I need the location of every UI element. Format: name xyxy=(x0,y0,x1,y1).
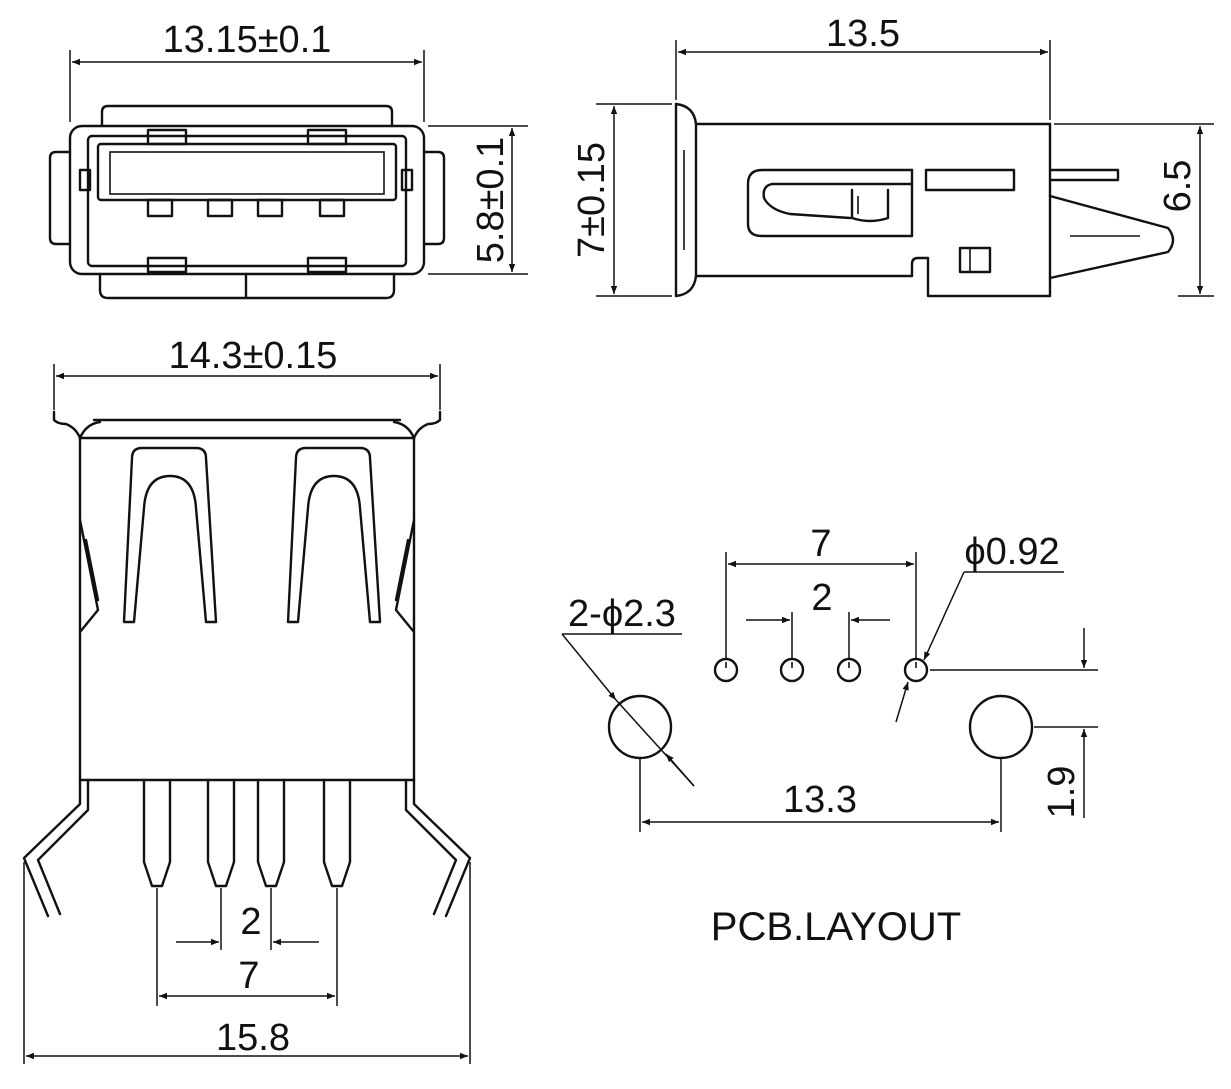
dim-side-length: 13.5 xyxy=(675,13,1051,120)
dim-bottom-leg-span: 15.8 xyxy=(23,862,471,1064)
pcb-hole-span-label: 13.3 xyxy=(783,779,857,821)
dim-pcb-pitch-large: 7 xyxy=(725,523,917,660)
dim-front-width: 13.15±0.1 xyxy=(69,19,425,122)
pcb-layout-title: PCB.LAYOUT xyxy=(711,905,961,949)
pin-height-label: 6.5 xyxy=(1157,160,1199,213)
top-width-label: 14.3±0.15 xyxy=(169,335,338,377)
pcb-offset-label: 1.9 xyxy=(1041,766,1083,819)
side-view xyxy=(674,102,1175,298)
dim-pcb-hole-span: 13.3 xyxy=(639,758,1002,832)
dim-bottom-pitch-large: 7 xyxy=(156,888,338,1006)
pcb-layout xyxy=(607,657,1034,760)
pcb-pitch-large-label: 7 xyxy=(810,523,831,565)
bottom-leg-span-label: 15.8 xyxy=(216,1017,290,1059)
dim-pin-height: 6.5 xyxy=(1054,123,1214,297)
dim-pcb-pitch-small: 2 xyxy=(746,577,890,660)
side-length-label: 13.5 xyxy=(826,13,900,55)
front-width-label: 13.15±0.1 xyxy=(163,19,332,61)
front-height-label: 5.8±0.1 xyxy=(470,137,512,264)
dim-pcb-offset: 1.9 xyxy=(930,628,1098,818)
dim-side-height: 7±0.15 xyxy=(571,103,672,297)
top-view xyxy=(22,410,472,918)
dim-top-width: 14.3±0.15 xyxy=(53,335,441,410)
dim-pcb-hole-small: ϕ0.92 xyxy=(895,531,1064,723)
dim-bottom-pitch-small: 2 xyxy=(176,888,319,950)
pcb-hole-small-label: ϕ0.92 xyxy=(964,531,1059,573)
front-view xyxy=(48,104,446,300)
dim-front-height: 5.8±0.1 xyxy=(428,125,528,275)
side-height-label: 7±0.15 xyxy=(571,142,613,258)
dim-pcb-hole-large: 2-ϕ2.3 xyxy=(561,593,695,787)
pcb-pitch-small-label: 2 xyxy=(811,577,832,619)
pcb-hole-large-label: 2-ϕ2.3 xyxy=(568,593,676,635)
bottom-pitch-large-label: 7 xyxy=(238,955,259,997)
bottom-pitch-small-label: 2 xyxy=(240,901,261,943)
